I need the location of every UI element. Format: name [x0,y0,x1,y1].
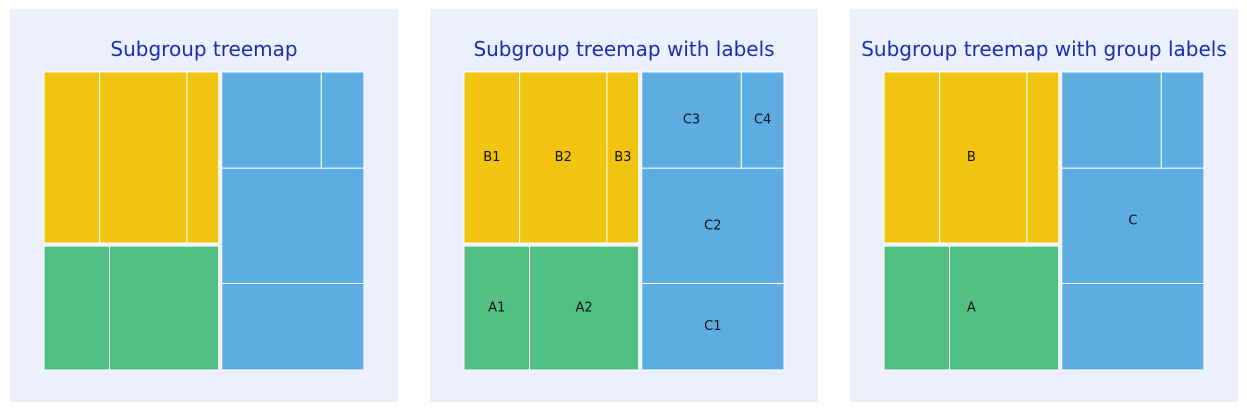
treemap-cell-b3 [186,71,220,244]
treemap-panel-plain: Subgroup treemap [10,9,398,402]
treemap-cell-a1 [463,245,531,371]
treemap-cell-b3 [606,71,640,244]
treemap-cell-c1 [641,282,785,371]
subgroup-label-b1: B1 [483,150,500,165]
treemap-cell-b1 [43,71,101,244]
treemap-cell-a1 [43,245,111,371]
treemap-cell-c4 [1160,71,1205,169]
subgroup-label-b3: B3 [614,150,631,165]
treemap-cell-c2 [641,167,785,284]
treemap-cell-c3 [221,71,322,169]
treemap-cell-b3 [1026,71,1060,244]
panel-title: Subgroup treemap with group labels [861,37,1227,61]
treemap-cell-c2 [1061,167,1205,284]
subgroup-label-a1: A1 [488,301,505,316]
treemap-cell-a2 [949,245,1060,371]
group-label-c: C [1128,214,1137,229]
treemap-cell-c2 [221,167,365,284]
treemap-cell-b2 [519,71,608,244]
subgroup-label-c1: C1 [704,319,721,334]
treemap-cell-b2 [99,71,188,244]
treemap-cell-b1 [883,71,941,244]
subgroup-label-c4: C4 [754,113,771,128]
treemap-cell-b2 [939,71,1028,244]
subgroup-label-c2: C2 [704,218,721,233]
group-label-b: B [967,150,976,165]
group-label-a: A [967,301,976,316]
treemap-cell-c4 [320,71,365,169]
treemap-cell-c3 [641,71,742,169]
treemap-panel-group-labels: Subgroup treemap with group labels A B C [850,9,1238,402]
panel-title: Subgroup treemap with labels [473,37,775,61]
subgroup-label-b2: B2 [555,150,572,165]
subgroup-label-c3: C3 [683,113,700,128]
treemap-cell-c1 [1061,282,1205,371]
treemap-cell-a2 [109,245,220,371]
treemap-cell-c3 [1061,71,1162,169]
subgroup-label-a2: A2 [576,301,593,316]
treemap-plot-plain [43,71,365,371]
treemap-cell-a1 [883,245,951,371]
panel-title: Subgroup treemap [110,37,298,61]
treemap-cell-c4 [740,71,785,169]
treemap-cell-a2 [529,245,640,371]
treemap-plot-group-labels: A B C [883,71,1205,371]
treemap-cell-c1 [221,282,365,371]
